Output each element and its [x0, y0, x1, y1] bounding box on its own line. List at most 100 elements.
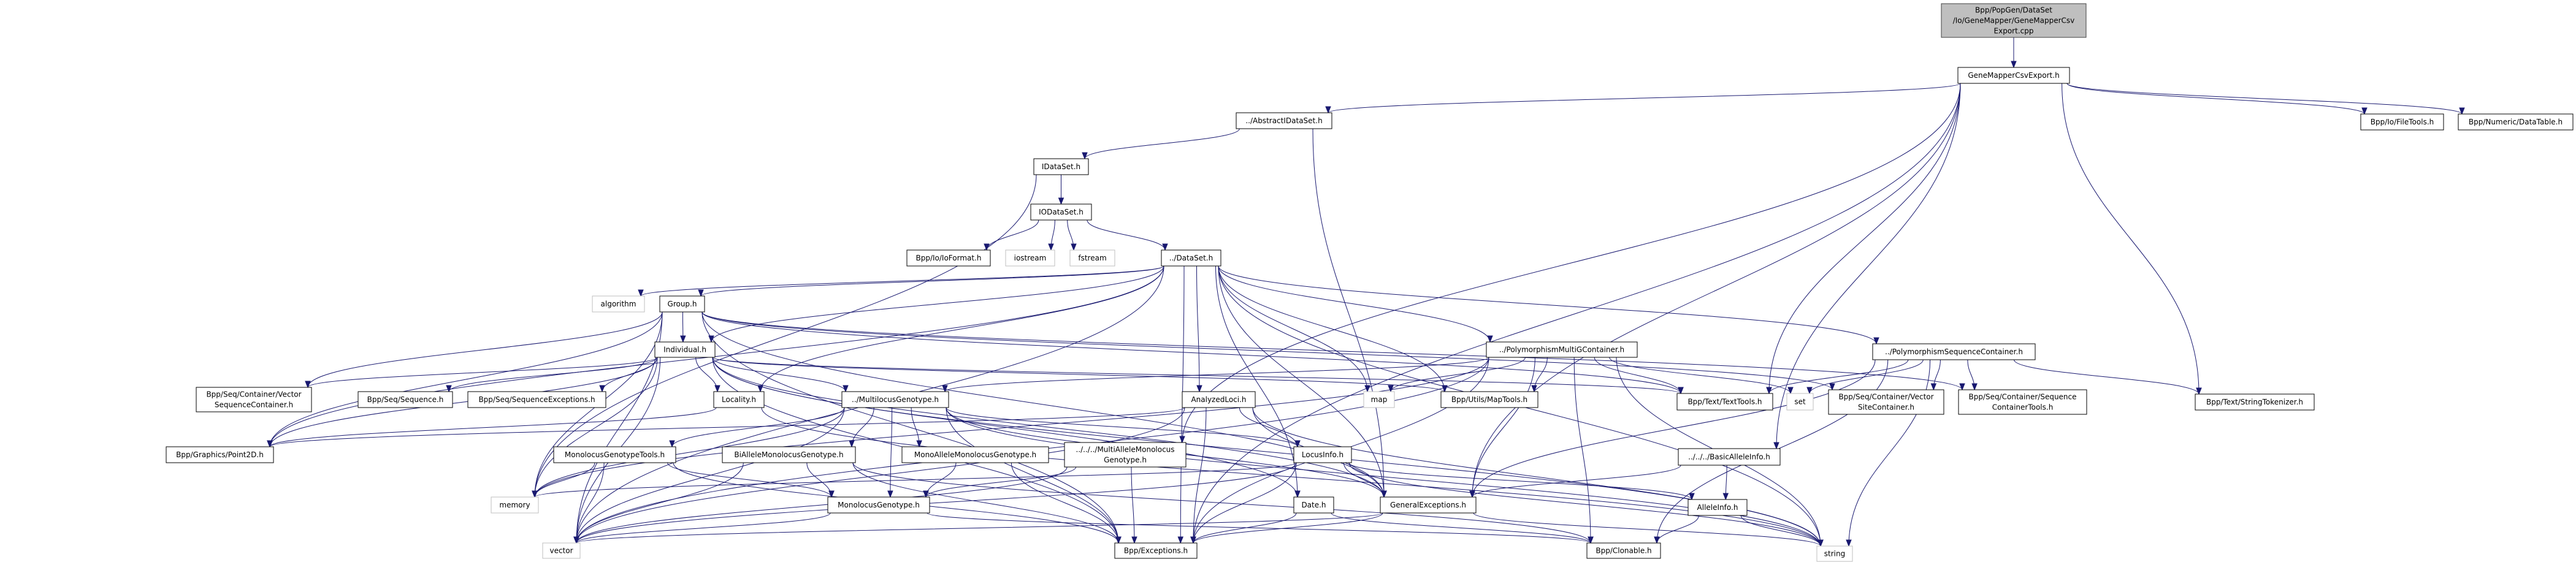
node-group[interactable]: Group.h [659, 295, 705, 313]
node-texttools[interactable]: Bpp/Text/TextTools.h [1676, 393, 1773, 411]
edge-analyzed-to-string [1252, 407, 1821, 547]
node-monoallele[interactable]: MonoAlleleMonolocusGenotype.h [901, 446, 1049, 463]
edge-multilocus-to-biallele [851, 407, 874, 447]
node-multilocus[interactable]: ../MultilocusGenotype.h [841, 391, 949, 408]
node-seqconttools[interactable]: Bpp/Seq/Container/SequenceContainerTools… [1958, 389, 2087, 415]
node-memory[interactable]: memory [491, 496, 539, 514]
node-label: IODataSet.h [1039, 208, 1084, 216]
node-individual[interactable]: Individual.h [654, 341, 716, 358]
node-box [1586, 542, 1661, 559]
node-label: vector [549, 547, 573, 555]
node-basicallele[interactable]: ../../../BasicAlleleInfo.h [1678, 448, 1781, 466]
edge-mgtools-to-memory [534, 462, 595, 498]
node-abstract[interactable]: ../AbstractIDataSet.h [1236, 112, 1332, 129]
node-string[interactable]: string [1816, 545, 1853, 562]
node-box [1440, 391, 1538, 408]
node-label: Bpp/Seq/Container/Vector [1838, 393, 1933, 401]
arrowhead-individual-to-date [1294, 490, 1301, 498]
node-dataset[interactable]: ../DataSet.h [1161, 249, 1221, 267]
edge-dataset-to-point2d [269, 265, 1164, 447]
node-vseqcont[interactable]: Bpp/Seq/Container/VectorSequenceContaine… [196, 387, 312, 412]
node-box [1030, 203, 1092, 221]
node-vector[interactable]: vector [542, 542, 581, 559]
node-algorithm[interactable]: algorithm [592, 295, 645, 313]
arrowhead-polyseq-to-vsitecont [1930, 383, 1937, 391]
node-datatable[interactable]: Bpp/Numeric/DataTable.h [2458, 113, 2574, 131]
node-maptools[interactable]: Bpp/Utils/MapTools.h [1440, 391, 1538, 408]
node-map[interactable]: map [1363, 391, 1395, 408]
edge-locusinfo-to-genexc [1343, 462, 1385, 498]
node-iodataset[interactable]: IODataSet.h [1030, 203, 1092, 221]
edge-individual-to-vseqcont [307, 357, 658, 388]
arrowhead-polymultig-to-clonable [1588, 536, 1594, 544]
node-point2d[interactable]: Bpp/Graphics/Point2D.h [166, 446, 274, 463]
arrowhead-individual-to-vseqcont [305, 381, 311, 389]
node-date[interactable]: Date.h [1293, 496, 1334, 514]
arrowhead-gmce-to-filetools [2361, 107, 2368, 115]
edge-dataset-to-polyseq [1218, 265, 1877, 344]
node-label: MonolocusGenotypeTools.h [565, 450, 665, 459]
edge-gmce-to-abstract [1328, 83, 1961, 113]
node-locusinfo[interactable]: LocusInfo.h [1293, 446, 1352, 463]
edge-gmce-to-exceptions [1193, 83, 1961, 544]
node-filetools[interactable]: Bpp/Io/FileTools.h [2360, 113, 2444, 131]
edge-biallele-to-monolocus [806, 462, 832, 498]
node-fstream[interactable]: fstream [1069, 249, 1115, 267]
edge-individual-to-maptools [712, 357, 1445, 392]
edge-polymultig-to-genexc [1472, 357, 1535, 498]
arrowhead-polyseq-to-genexc [1469, 490, 1475, 498]
node-biallele[interactable]: BiAlleleMonolocusGenotype.h [722, 446, 856, 463]
edge-iodataset-to-dataset [1087, 219, 1166, 251]
edge-individual-to-genexc [712, 357, 1385, 498]
node-seqexc[interactable]: Bpp/Seq/SequenceExceptions.h [467, 391, 606, 408]
node-strtok[interactable]: Bpp/Text/StringTokenizer.h [2195, 393, 2315, 411]
node-clonable[interactable]: Bpp/Clonable.h [1586, 542, 1661, 559]
edge-dataset-to-analyzed [1196, 265, 1200, 392]
node-label: Export.cpp [1994, 27, 2034, 36]
edge-gmce-to-texttools [1768, 83, 1961, 394]
arrowhead-analyzed-to-point2d [267, 440, 273, 448]
node-box [1380, 496, 1477, 514]
node-polymultig[interactable]: ../PolymorphismMultiGContainer.h [1486, 341, 1638, 358]
edge-polyseq-to-genexc [1472, 359, 1876, 498]
arrowhead-polymultig-to-memory [532, 490, 538, 498]
node-mgtools[interactable]: MonolocusGenotypeTools.h [553, 446, 676, 463]
node-label: BiAlleleMonolocusGenotype.h [734, 450, 843, 459]
node-iostream[interactable]: iostream [1005, 249, 1055, 267]
arrowhead-iodataset-to-dataset [1162, 243, 1168, 251]
edge-mgtools-to-monolocus [667, 462, 832, 498]
node-genexc[interactable]: GeneralExceptions.h [1380, 496, 1477, 514]
node-label: Individual.h [663, 346, 706, 354]
edge-group-to-genexc [701, 311, 1385, 498]
node-sequence[interactable]: Bpp/Seq/Sequence.h [357, 391, 453, 408]
arrowhead-basicallele-to-alleleinfo [1722, 493, 1729, 501]
node-box [827, 496, 930, 514]
node-gmce[interactable]: GeneMapperCsvExport.h [1957, 67, 2070, 84]
node-set[interactable]: set [1786, 393, 1814, 411]
node-root[interactable]: Bpp/PopGen/DataSet/Io/GeneMapper/GeneMap… [1941, 3, 2087, 38]
node-box [841, 391, 949, 408]
node-alleleinfo[interactable]: AlleleInfo.h [1687, 499, 1748, 516]
node-label: GeneMapperCsvExport.h [1968, 71, 2059, 80]
edge-multilocus-to-memory [534, 407, 845, 498]
node-polyseq[interactable]: ../PolymorphismSequenceContainer.h [1872, 343, 2036, 360]
node-box [2195, 393, 2315, 411]
edge-dataset-to-maptools [1218, 265, 1445, 392]
node-box [1872, 343, 2036, 360]
node-label: fstream [1078, 254, 1106, 262]
edge-gmce-to-multiallele [1182, 83, 1961, 443]
node-label: GeneralExceptions.h [1390, 501, 1466, 509]
arrowhead-group-to-individual [680, 335, 686, 343]
node-idataset[interactable]: IDataSet.h [1033, 158, 1089, 175]
node-label: Genotype.h [1104, 456, 1147, 465]
node-box [467, 391, 606, 408]
node-monolocus[interactable]: MonolocusGenotype.h [827, 496, 930, 514]
node-analyzed[interactable]: AnalyzedLoci.h [1182, 391, 1256, 408]
node-ioformat[interactable]: Bpp/Io/IoFormat.h [906, 249, 991, 267]
node-locality[interactable]: Locality.h [713, 391, 765, 408]
node-label: ../PolymorphismMultiGContainer.h [1499, 346, 1624, 354]
node-exceptions[interactable]: Bpp/Exceptions.h [1114, 542, 1198, 559]
arrowhead-multiallele-to-exceptions [1131, 536, 1137, 544]
